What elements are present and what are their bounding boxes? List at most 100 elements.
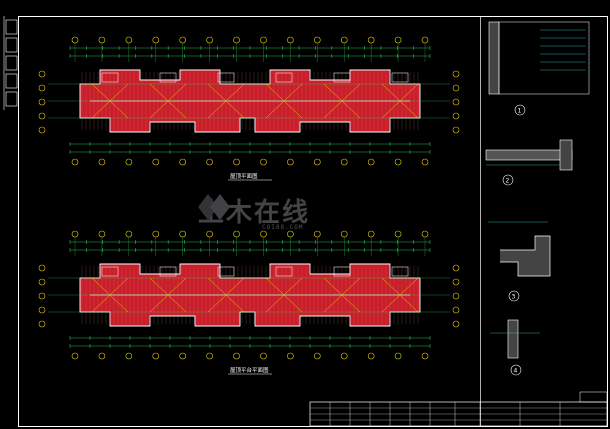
hip-line — [207, 83, 227, 102]
axis-bubble — [452, 264, 460, 272]
chimney — [159, 266, 177, 277]
axis-bubble — [38, 306, 46, 314]
axis-bubble — [71, 158, 79, 166]
axis-bubble — [314, 230, 321, 238]
parapet-section — [500, 235, 551, 277]
axis-bubble — [394, 36, 402, 44]
binding-strip — [3, 16, 18, 110]
chimney — [101, 72, 119, 83]
hip-line — [207, 100, 227, 119]
hip-line — [149, 294, 169, 313]
axis-bubble — [314, 158, 321, 166]
hip-line — [323, 83, 343, 102]
chimney — [101, 266, 119, 277]
axis-bubble — [71, 230, 79, 238]
chimney — [217, 72, 235, 83]
axis-bubble — [314, 352, 321, 360]
axis-bubble — [367, 36, 375, 44]
axis-bubble — [452, 306, 460, 314]
detail-frame — [498, 21, 590, 95]
hip-line — [225, 294, 245, 313]
hip-line — [341, 83, 361, 102]
axis-bubble — [125, 230, 133, 238]
axis-bubble — [125, 36, 133, 44]
sheet-border — [18, 16, 608, 427]
detail-4-number: 4 — [514, 368, 518, 375]
hip-line — [341, 100, 361, 119]
axis-bubble — [38, 264, 46, 272]
chimney — [159, 72, 177, 83]
axis-bubble — [394, 230, 402, 238]
detail-1-bubble — [514, 104, 526, 116]
axis-bubble — [38, 292, 46, 300]
chimney — [217, 266, 235, 277]
hip-line — [265, 294, 285, 313]
hip-line — [109, 277, 129, 296]
watermark-logo-icon — [198, 194, 230, 220]
hip-line — [323, 294, 343, 313]
axis-bubble — [233, 36, 240, 44]
axis-bubble — [287, 230, 294, 238]
axis-bubble — [452, 84, 460, 92]
axis-bubble — [287, 352, 294, 360]
axis-bubble — [287, 36, 294, 44]
axis-bubble — [260, 230, 267, 238]
axis-bubble — [287, 158, 294, 166]
hip-line — [109, 83, 129, 102]
hip-line — [341, 277, 361, 296]
hip-line — [283, 83, 303, 102]
plan-title: 屋顶平面图 — [230, 172, 258, 180]
hip-line — [109, 100, 129, 119]
detail-4-wall — [507, 319, 519, 359]
axis-bubble — [152, 36, 160, 44]
hip-line — [399, 83, 419, 102]
axis-bubble — [421, 36, 429, 44]
hip-line — [265, 277, 285, 296]
chimney — [391, 266, 409, 277]
hip-line — [399, 294, 419, 313]
chimney — [275, 266, 293, 277]
hip-line — [225, 83, 245, 102]
hip-line — [399, 100, 419, 119]
plan-title: 屋顶平台平面图 — [230, 366, 269, 374]
detail-3-bubble — [508, 290, 520, 302]
axis-bubble — [38, 98, 46, 106]
axis-bubble — [233, 352, 240, 360]
hip-line — [283, 277, 303, 296]
hip-line — [207, 277, 227, 296]
axis-bubble — [340, 352, 348, 360]
axis-bubble — [206, 158, 213, 166]
hip-line — [381, 294, 401, 313]
chimney — [333, 72, 351, 83]
hip-line — [149, 277, 169, 296]
hip-line — [323, 277, 343, 296]
axis-bubble — [452, 70, 460, 78]
axis-bubble — [38, 278, 46, 286]
axis-bubble — [152, 158, 160, 166]
hip-line — [283, 294, 303, 313]
chimney — [391, 72, 409, 83]
axis-bubble — [179, 352, 186, 360]
hip-line — [225, 277, 245, 296]
detail-wall-section — [488, 21, 500, 95]
axis-bubble — [260, 352, 267, 360]
axis-bubble — [421, 230, 429, 238]
hip-line — [167, 83, 187, 102]
axis-bubble — [71, 36, 79, 44]
hip-line — [283, 100, 303, 119]
hip-line — [207, 294, 227, 313]
axis-bubble — [367, 352, 375, 360]
watermark: 土木在线 — [198, 192, 310, 229]
axis-bubble — [98, 36, 106, 44]
axis-bubble — [125, 158, 133, 166]
detail-3-number: 3 — [512, 294, 516, 301]
hip-line — [265, 83, 285, 102]
axis-bubble — [452, 98, 460, 106]
hip-line — [149, 83, 169, 102]
axis-bubble — [367, 158, 375, 166]
axis-bubble — [38, 112, 46, 120]
axis-bubble — [152, 352, 160, 360]
axis-bubble — [206, 230, 213, 238]
detail-4-bubble — [510, 364, 522, 376]
